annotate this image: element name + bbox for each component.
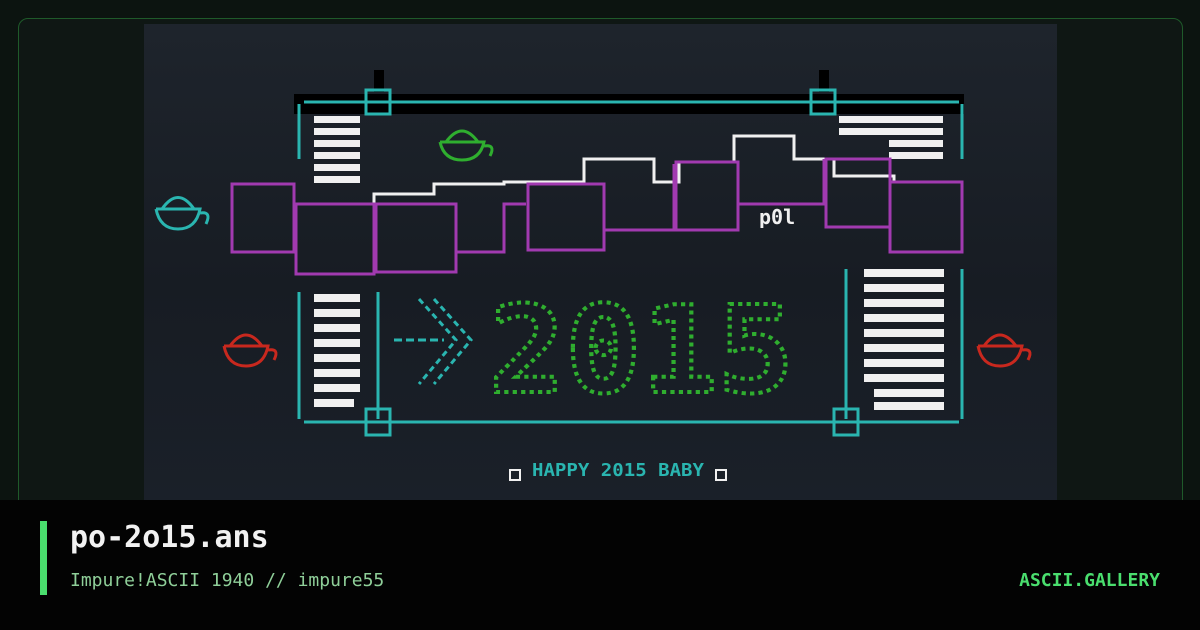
window-block-top-right <box>839 116 943 159</box>
lower-frame <box>297 269 964 437</box>
artwork-title: po-2o15.ans <box>70 520 269 555</box>
skyline-roofline <box>234 134 954 206</box>
headline-year: 2015 <box>489 282 794 421</box>
artwork-canvas: p0l <box>154 70 1032 481</box>
teapot-icon <box>154 196 210 231</box>
artwork-credits: Impure!ASCII 1940 // impure55 <box>70 570 385 591</box>
artwork-tag: p0l <box>759 205 795 229</box>
teapot-icon <box>438 129 494 162</box>
teapot-icon <box>222 333 278 368</box>
info-footer <box>0 500 1200 630</box>
banner-bullet-left <box>509 469 521 481</box>
teapot-icon <box>976 333 1032 368</box>
window-block-bottom-left <box>314 294 360 407</box>
left-pin-cap <box>364 88 392 116</box>
window-block-top-left <box>314 116 360 183</box>
right-pin <box>819 70 829 92</box>
top-frame-shadow <box>294 94 964 114</box>
site-brand-link[interactable]: ASCII.GALLERY <box>1019 570 1160 591</box>
left-pin <box>374 70 384 92</box>
arrow-right-icon <box>394 297 473 385</box>
right-pin-cap <box>809 88 837 116</box>
accent-bar <box>40 521 47 595</box>
window-block-bottom-right <box>864 269 944 410</box>
magenta-skyline <box>230 157 964 276</box>
ansi-artwork: p0l <box>144 24 1057 500</box>
banner-text: HAPPY 2015 BABY <box>532 460 704 481</box>
banner-bullet-right <box>715 469 727 481</box>
